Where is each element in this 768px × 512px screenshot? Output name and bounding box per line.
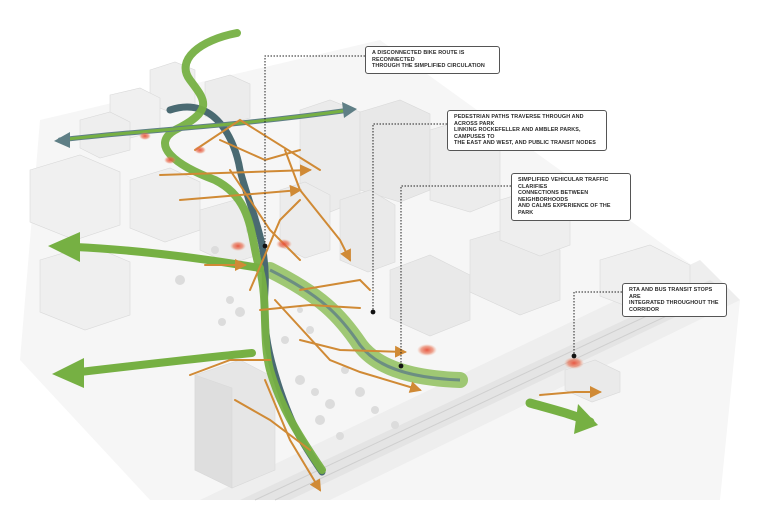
callout-transit-stops: RTA and bus transit stops are integrated… <box>622 283 727 318</box>
parkway-corridor <box>262 262 468 388</box>
callout-line: RTA and bus transit stops are <box>629 287 713 300</box>
callout-line: Pedestrian paths traverse through and ac… <box>454 114 584 127</box>
transit-node <box>564 357 584 369</box>
callout-pedestrian-paths: Pedestrian paths traverse through and ac… <box>447 110 607 151</box>
transit-node <box>417 344 437 356</box>
leader-dots <box>262 243 577 369</box>
leader-pedestrian-paths <box>372 123 447 312</box>
callout-line: integrated throughout the corridor <box>629 300 719 313</box>
transit-node <box>276 239 292 249</box>
callout-line: and calms experience of the park <box>518 203 611 216</box>
leader-bike-route <box>264 55 365 246</box>
leader-vehicular-traffic <box>400 185 511 366</box>
transit-node <box>194 146 206 154</box>
transit-node <box>164 156 176 164</box>
callout-line: the east and west, and public transit no… <box>454 140 596 147</box>
callout-line: A disconnected bike route is reconnected <box>372 50 465 63</box>
callout-line: connections between neighborhoods <box>518 190 589 203</box>
pedestrian-paths <box>159 118 602 492</box>
leader-transit-stops <box>573 291 622 356</box>
callout-line: Simplified vehicular traffic clarifies <box>518 177 609 190</box>
callout-line: linking Rockefeller and Ambler Parks, ca… <box>454 127 581 140</box>
transit-node <box>139 132 151 140</box>
leader-lines <box>264 55 622 366</box>
callout-vehicular-traffic: Simplified vehicular traffic clarifies c… <box>511 173 631 221</box>
transit-nodes <box>139 132 584 369</box>
transit-node <box>230 241 246 251</box>
callout-line: through the simplified circulation <box>372 63 485 70</box>
callout-bike-route: A disconnected bike route is reconnected… <box>365 46 500 74</box>
